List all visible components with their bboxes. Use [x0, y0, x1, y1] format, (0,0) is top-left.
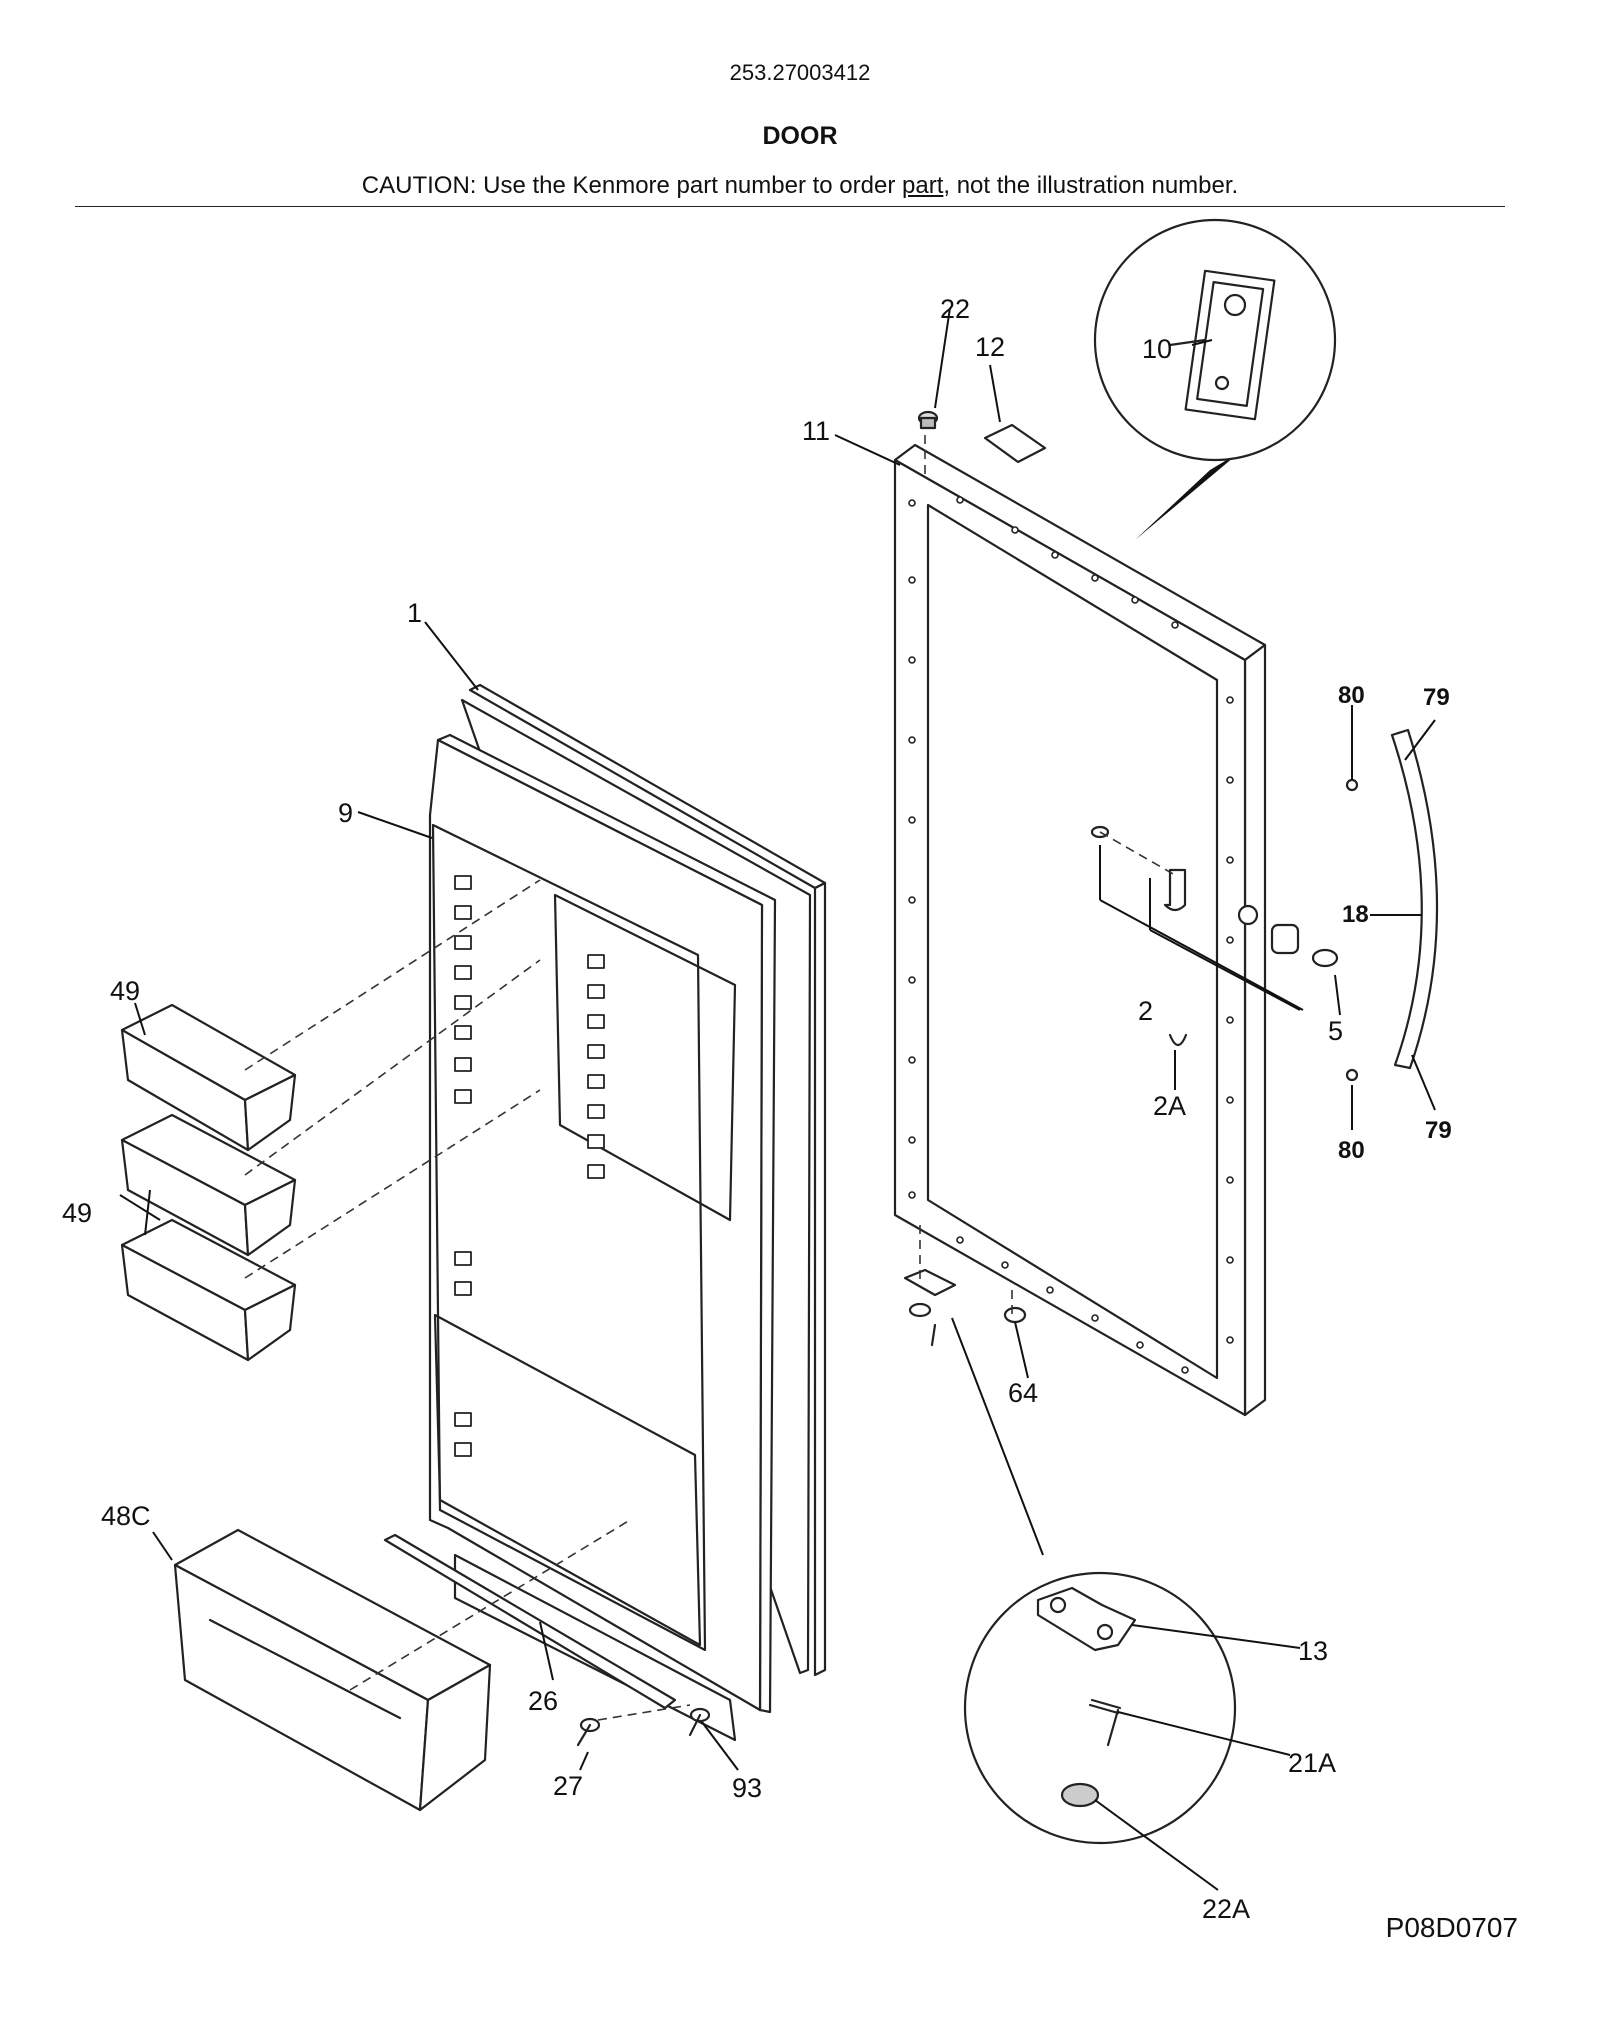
callout-12: 12	[975, 332, 1005, 362]
hinge-detail-circle	[963, 1571, 1237, 1845]
door-latch-hardware	[1090, 825, 1339, 1047]
callout-80-top: 80	[1338, 682, 1365, 709]
callout-80-bottom: 80	[1338, 1137, 1365, 1164]
caution-link-word: part	[902, 172, 944, 199]
door-handle	[1345, 728, 1439, 1082]
callout-22: 22	[940, 294, 970, 324]
caution-prefix: CAUTION: Use the Kenmore part number to …	[361, 172, 902, 199]
caution-suffix: , not the illustration number.	[943, 172, 1239, 199]
drawing-code: P08D0707	[1385, 1912, 1518, 1943]
assembly-dashed-lines	[244, 435, 1176, 1721]
callout-79-bottom: 79	[1425, 1117, 1452, 1144]
callout-9: 9	[338, 798, 353, 828]
dairy-bin	[173, 1528, 492, 1812]
callout-13: 13	[1298, 1636, 1328, 1666]
push-pins	[576, 1707, 711, 1747]
callout-11: 11	[802, 416, 830, 446]
callout-26: 26	[528, 1686, 558, 1716]
callout-2: 2	[1138, 996, 1153, 1026]
header-divider	[75, 206, 1505, 207]
callout-22a: 22A	[1202, 1894, 1250, 1924]
outer-door-panel	[893, 443, 1267, 1417]
callout-10: 10	[1142, 334, 1172, 364]
callout-48c: 48C	[101, 1501, 151, 1531]
callout-leader-lines	[119, 307, 1436, 1891]
callout-79-top: 79	[1423, 684, 1450, 711]
label-sticker	[983, 423, 1047, 464]
callout-5: 5	[1328, 1016, 1343, 1046]
callout-21a: 21A	[1288, 1748, 1336, 1778]
caution-note: CAUTION: Use the Kenmore part number to …	[0, 172, 1600, 200]
thermostat-detail-circle	[1093, 218, 1337, 540]
callout-27: 27	[553, 1771, 583, 1801]
shelf-peg-tabs	[454, 875, 605, 1457]
callout-2a: 2A	[1153, 1091, 1186, 1121]
lower-hinge-small-parts	[903, 1268, 1027, 1347]
callout-93: 93	[732, 1773, 762, 1803]
door-bin-upper	[120, 1003, 297, 1152]
callout-49-top: 49	[110, 976, 140, 1006]
outer-door-screw-holes	[908, 496, 1234, 1374]
trim-strip	[383, 1533, 677, 1710]
model-number: 253.27003412	[729, 60, 871, 85]
callout-18: 18	[1342, 901, 1369, 928]
door-bin-middle	[120, 1113, 297, 1257]
callout-1: 1	[407, 598, 422, 628]
callout-64: 64	[1008, 1378, 1038, 1408]
callout-49-left: 49	[62, 1198, 92, 1228]
plug-button	[917, 410, 939, 430]
inner-door-liner	[428, 733, 777, 1742]
door-bin-lower	[120, 1218, 297, 1362]
page-title: DOOR	[762, 122, 838, 150]
